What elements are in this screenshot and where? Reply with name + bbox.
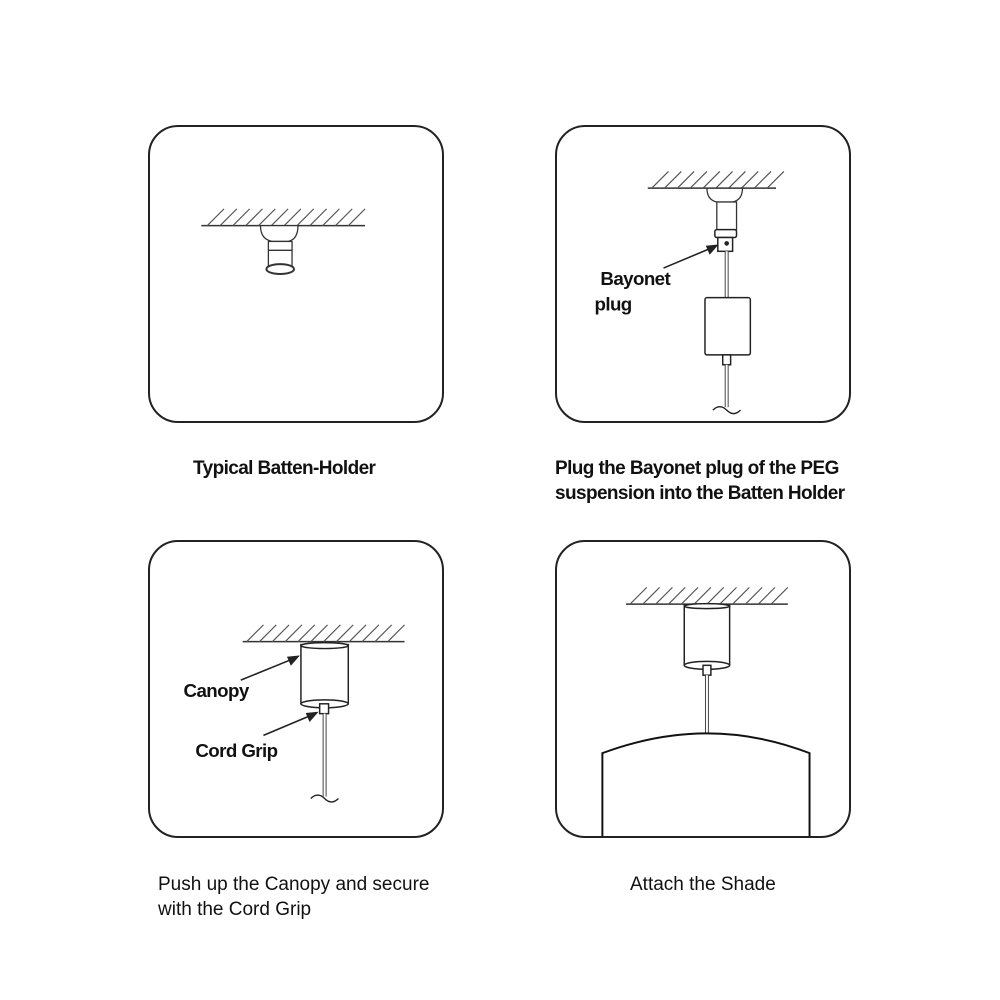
hatch-line <box>322 208 340 227</box>
hatch-line <box>706 586 725 605</box>
hatch-line <box>702 170 721 189</box>
hatch-line <box>642 586 661 605</box>
hatch-line <box>770 586 789 605</box>
hatch-line <box>680 586 699 605</box>
canopy-icon <box>683 602 731 671</box>
hatch-line <box>270 208 289 227</box>
label-plug: plug <box>594 294 631 315</box>
hatch-line <box>361 624 380 643</box>
shade-illustration <box>601 586 811 836</box>
batten-holder-icon <box>259 225 299 275</box>
bayonet-plug-icon <box>714 228 738 253</box>
caption-line: Attach the Shade <box>630 874 776 895</box>
hatch-line <box>284 624 303 643</box>
caption-line: Typical Batten-Holder <box>193 458 376 479</box>
hatch-line <box>668 586 686 605</box>
hatch-line <box>283 208 302 227</box>
panel-step-1 <box>148 125 444 423</box>
hatch-line <box>655 586 673 605</box>
hatch-line <box>689 170 708 189</box>
hatch-line <box>753 170 772 189</box>
ceiling-hatch-icon <box>201 208 366 227</box>
hatch-line <box>664 170 682 189</box>
canopy-illustration: Canopy Cord Grip <box>184 624 405 803</box>
hatch-line <box>374 624 393 643</box>
hatch-line <box>259 624 277 643</box>
hatch-line <box>219 208 238 227</box>
panel-step-2: Bayonet plug <box>555 125 851 423</box>
hatch-line <box>296 208 315 227</box>
hatch-line <box>715 170 734 189</box>
hatch-line <box>741 170 759 189</box>
hatch-line <box>245 208 263 227</box>
batten-holder-illustration <box>201 208 366 275</box>
caption-line: with the Cord Grip <box>158 899 312 920</box>
hatch-line <box>232 208 251 227</box>
hatch-line <box>336 624 354 643</box>
ceiling-hatch-icon <box>242 624 405 643</box>
cord-grip-arrow <box>263 711 319 737</box>
hatch-line <box>335 208 353 227</box>
hatch-line <box>766 170 785 189</box>
hatch-line <box>246 624 264 643</box>
hatch-line <box>348 624 367 643</box>
caption-step-3: Push up the Canopy and secure with the C… <box>158 872 429 922</box>
hatch-line <box>757 586 776 605</box>
hatch-line <box>310 624 328 643</box>
ceiling-hatch-icon <box>626 586 789 605</box>
cord-grip-icon <box>702 664 712 676</box>
batten-holder-icon <box>706 187 744 231</box>
hatch-line <box>271 624 290 643</box>
caption-step-1: Typical Batten-Holder <box>193 456 376 481</box>
label-bayonet: Bayonet <box>600 268 671 289</box>
hatch-line <box>745 586 763 605</box>
panel-step-3: Canopy Cord Grip <box>148 540 444 838</box>
hatch-line <box>732 586 750 605</box>
caption-step-4: Attach the Shade <box>630 872 776 897</box>
cord-break-icon <box>712 405 741 415</box>
bayonet-arrow <box>663 244 719 269</box>
canopy-icon <box>300 641 350 709</box>
label-canopy: Canopy <box>184 680 250 701</box>
canopy-arrow <box>240 655 300 681</box>
ceiling-hatch-icon <box>647 170 785 189</box>
driver-box-icon <box>704 296 752 366</box>
hatch-line <box>676 170 695 189</box>
hatch-line <box>693 586 712 605</box>
panel-step-4 <box>555 540 851 838</box>
hatch-line <box>206 208 225 227</box>
hatch-line <box>629 586 648 605</box>
label-cord-grip: Cord Grip <box>195 740 277 761</box>
lamp-shade-icon <box>601 732 811 836</box>
cord-grip-icon <box>318 703 330 715</box>
hatch-line <box>719 586 737 605</box>
caption-line: Plug the Bayonet plug of the PEG <box>555 458 839 479</box>
hatch-line <box>258 208 276 227</box>
hatch-line <box>651 170 669 189</box>
hatch-line <box>728 170 746 189</box>
cord-break-icon <box>310 794 339 803</box>
caption-step-2: Plug the Bayonet plug of the PEG suspens… <box>555 456 845 506</box>
hatch-line <box>387 624 405 643</box>
hatch-line <box>297 624 316 643</box>
hatch-line <box>309 208 327 227</box>
bayonet-plug-illustration: Bayonet plug <box>594 170 785 415</box>
caption-line: suspension into the Batten Holder <box>555 483 845 504</box>
hatch-line <box>347 208 366 227</box>
hatch-line <box>323 624 341 643</box>
caption-line: Push up the Canopy and secure <box>158 874 430 895</box>
